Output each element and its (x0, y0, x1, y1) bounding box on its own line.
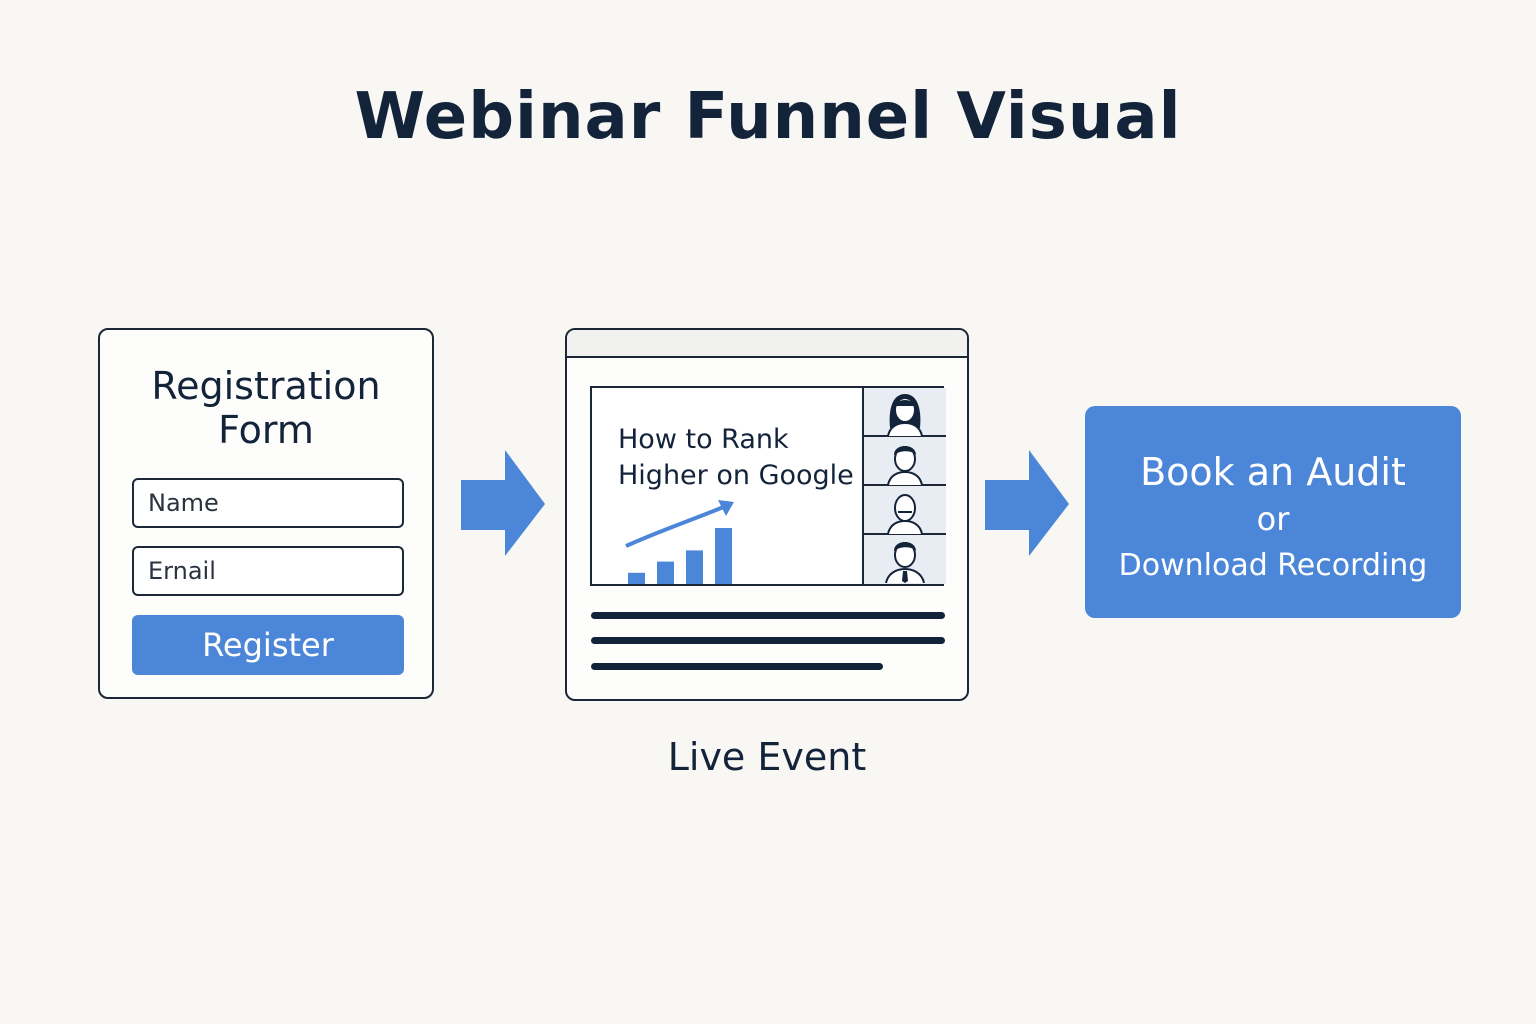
name-field[interactable]: Name (132, 478, 404, 528)
email-field[interactable]: Ernail (132, 546, 404, 596)
chart-bar (657, 561, 674, 584)
registration-heading-line1: Registration (151, 364, 381, 408)
man-tie-avatar-icon (885, 542, 925, 584)
participant-tile (864, 388, 946, 437)
participant-list (862, 388, 946, 584)
arrow-right-icon (985, 450, 1069, 556)
live-event-label: Live Event (667, 735, 867, 779)
slide-title: How to Rank Higher on Google (618, 422, 854, 494)
registration-heading-line2: Form (218, 408, 314, 452)
participant-tile (864, 486, 946, 535)
arrow-right-icon (461, 450, 545, 556)
trend-arrowhead (718, 500, 734, 516)
or-label: or (1256, 500, 1290, 538)
webinar-screen: How to Rank Higher on Google (590, 386, 946, 586)
slide-title-line2: Higher on Google (618, 460, 854, 491)
trend-line (625, 504, 727, 548)
participant-tile (864, 437, 946, 486)
description-line (591, 637, 945, 644)
book-audit-label: Book an Audit (1140, 450, 1406, 494)
chart-bar (686, 550, 703, 584)
bald-man-avatar-icon (887, 494, 923, 535)
cta-box[interactable]: Book an Audit or Download Recording (1085, 406, 1461, 618)
man-avatar-icon (887, 446, 923, 486)
live-event-window: How to Rank Higher on Google (565, 328, 969, 701)
woman-avatar-icon (887, 394, 923, 437)
registration-form-heading: Registration Form (100, 364, 432, 452)
chart-bar (715, 528, 732, 584)
register-button[interactable]: Register (132, 615, 404, 675)
download-recording-label: Download Recording (1118, 548, 1428, 583)
participant-tile (864, 535, 946, 584)
window-title-bar (567, 330, 967, 358)
page-title: Webinar Funnel Visual (354, 80, 1182, 154)
description-line (591, 663, 883, 670)
chart-bar (628, 572, 645, 584)
growth-chart-icon (625, 500, 734, 584)
registration-form-card: Registration Form Name Ernail Register (98, 328, 434, 699)
slide-title-line1: How to Rank (618, 424, 789, 455)
description-line (591, 612, 945, 619)
